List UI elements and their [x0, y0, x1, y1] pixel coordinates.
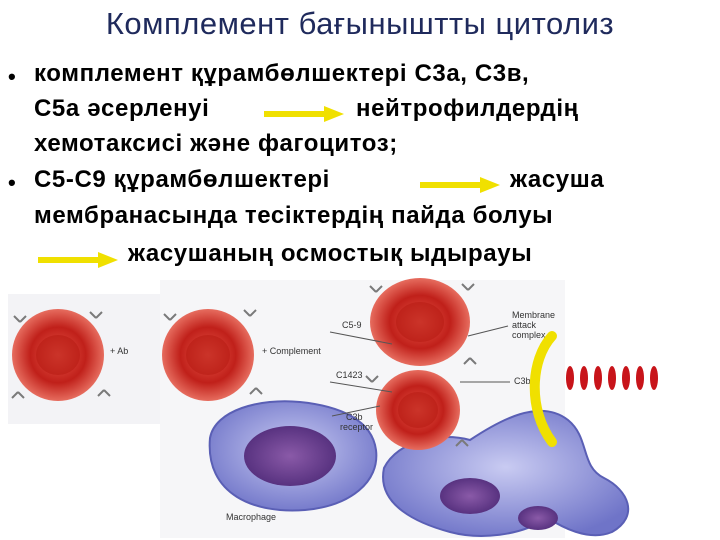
label-c3b-receptor-2: receptor	[340, 422, 373, 432]
arrow-right-icon	[262, 103, 346, 125]
bullet-1-line-1: комплемент құрамбөлшектері С3а, С3в,	[34, 60, 529, 88]
label-c3b-receptor-1: C3b	[346, 412, 363, 422]
bullet-2-line-1b: жасуша	[510, 166, 604, 194]
arrow-right-icon	[36, 249, 120, 271]
label-c59: C5-9	[342, 320, 362, 330]
label-membrane-2: attack	[512, 320, 537, 330]
bullet-marker: •	[8, 64, 16, 90]
bullet-1-line-2b: нейтрофилдердің	[356, 95, 579, 123]
bullet-1-line-3: хемотаксисі және фагоцитоз;	[34, 130, 398, 158]
bullet-2-line-2: мембранасында тесіктердің пайда болуы	[34, 202, 553, 230]
red-blood-cell-icon	[162, 309, 254, 401]
red-blood-cell-icon	[376, 370, 460, 450]
cytolysis-figure: + Ab + Complement C5-9 C1423 C3b recepto…	[0, 270, 720, 540]
bullet-2-line-1a: С5-С9 құрамбөлшектері	[34, 166, 330, 194]
label-complement: + Complement	[262, 346, 321, 356]
red-blood-cell-icon	[370, 278, 470, 366]
label-ab: + Ab	[110, 346, 128, 356]
arrow-right-icon	[418, 174, 502, 196]
label-c3b: C3b	[514, 376, 531, 386]
red-blood-cell-icon	[12, 309, 104, 401]
slide-title: Комплемент бағыныштты цитолиз	[0, 6, 720, 42]
bullet-2-line-3: жасушаның осмостық ыдырауы	[128, 240, 532, 268]
label-macrophage: Macrophage	[226, 512, 276, 522]
lysis-drop-icon	[566, 366, 658, 390]
label-c1423: C1423	[336, 370, 363, 380]
bullet-marker: •	[8, 170, 16, 196]
bullet-1-line-2a: С5а әсерленуі	[34, 95, 209, 123]
label-membrane-1: Membrane	[512, 310, 555, 320]
label-membrane-3: complex	[512, 330, 546, 340]
